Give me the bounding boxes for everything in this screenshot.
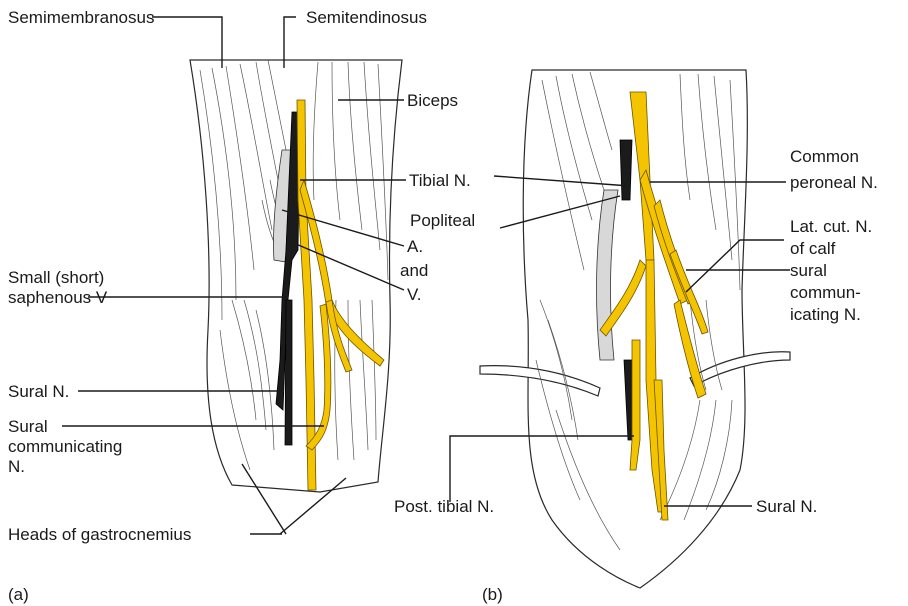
label-popliteal-v: V. xyxy=(407,285,422,304)
label-common-peroneal-line1: Common xyxy=(790,147,859,166)
label-common-peroneal-line2: peroneal N. xyxy=(790,173,878,192)
label-lat-cut-line2: of calf xyxy=(790,239,836,258)
label-sural-comm-b-line1: sural xyxy=(790,261,827,280)
label-small-saphenous-line2: saphenous V xyxy=(8,288,108,307)
label-sural-comm-line2: communicating xyxy=(8,437,122,456)
label-lat-cut-line1: Lat. cut. N. xyxy=(790,217,872,236)
panel-b-popliteal-vein xyxy=(620,140,632,200)
label-small-saphenous-line1: Small (short) xyxy=(8,268,104,287)
label-popliteal: Popliteal xyxy=(410,211,475,230)
label-popliteal-and: and xyxy=(400,261,428,280)
panel-b-letter: (b) xyxy=(482,585,503,604)
label-sural-comm-line1: Sural xyxy=(8,417,48,436)
label-tibial-nerve: Tibial N. xyxy=(409,171,471,190)
label-sural-comm-b-line2: commun- xyxy=(790,283,861,302)
label-sural-nerve-b: Sural N. xyxy=(756,497,817,516)
label-sural-nerve-a: Sural N. xyxy=(8,382,69,401)
label-biceps: Biceps xyxy=(407,91,458,110)
label-semitendinosus: Semitendinosus xyxy=(306,8,427,27)
panel-b-leg-outline xyxy=(523,70,747,588)
label-semimembranosus: Semimembranosus xyxy=(8,8,154,27)
label-gastrocnemius: Heads of gastrocnemius xyxy=(8,525,191,544)
label-popliteal-a: A. xyxy=(407,237,423,256)
label-sural-comm-b-line3: icating N. xyxy=(790,305,861,324)
label-post-tibial-nerve: Post. tibial N. xyxy=(394,497,494,516)
panel-a-small-saphenous-vein xyxy=(285,300,292,445)
label-sural-comm-line3: N. xyxy=(8,457,25,476)
panel-a-letter: (a) xyxy=(8,585,29,604)
panel-b-drawing xyxy=(480,70,790,588)
